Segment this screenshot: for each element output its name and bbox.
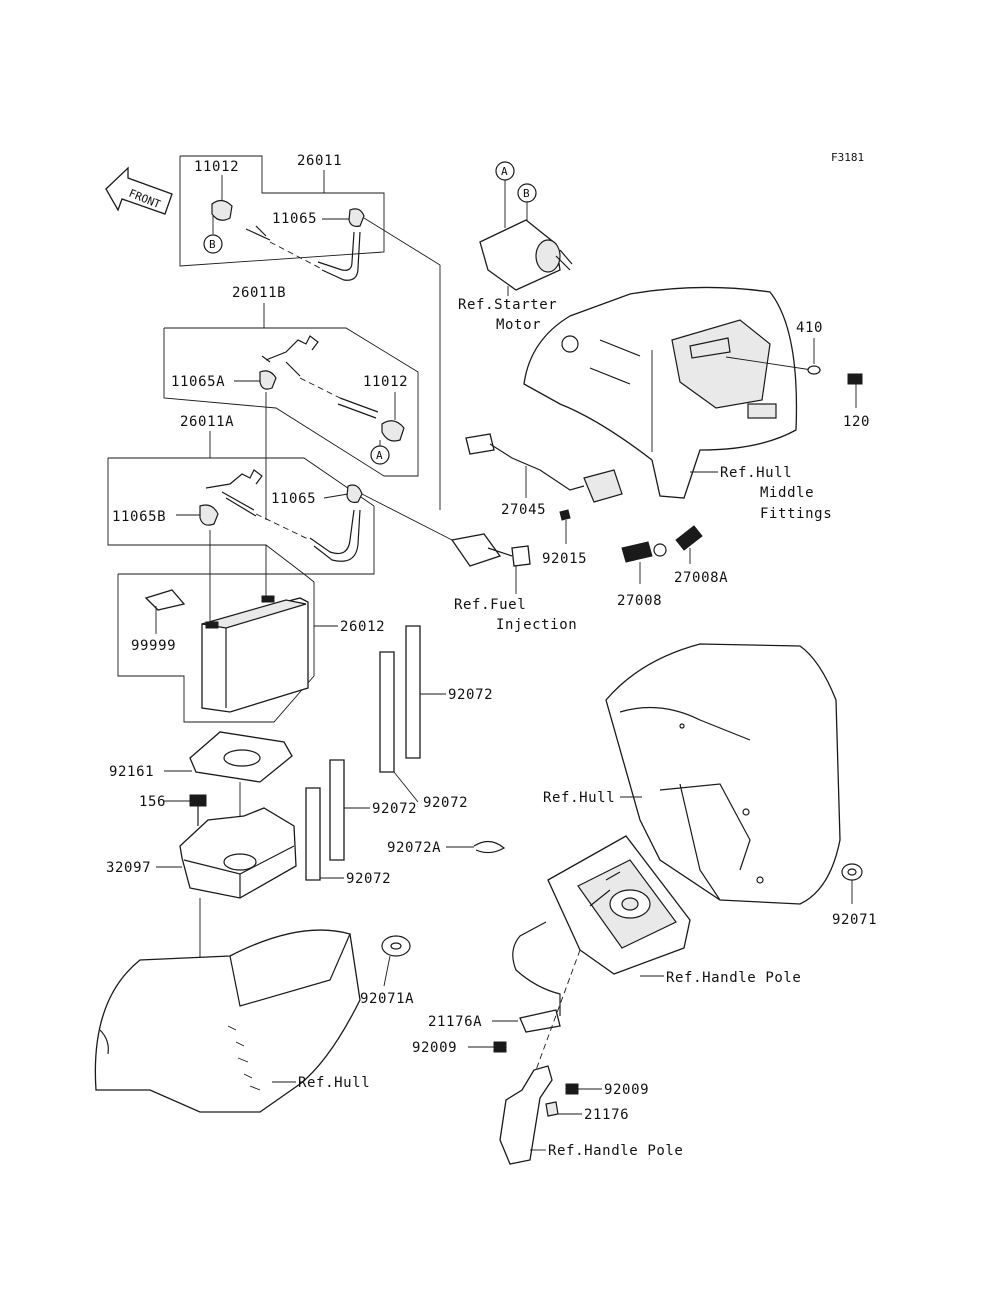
label-26011a: 26011A — [180, 414, 234, 430]
terminal-cap-11065b — [199, 504, 219, 526]
callout-b-top — [203, 234, 223, 254]
battery-group: 99999 26012 — [117, 545, 385, 723]
harness-27045-group: 27045 92015 27008 27008A — [465, 433, 728, 609]
label-11012-top: 11012 — [194, 159, 239, 175]
screw-120 — [847, 373, 863, 385]
svg-text:B: B — [523, 187, 530, 200]
strap-92072-c — [305, 787, 321, 881]
label-26011b: 26011B — [232, 285, 286, 301]
cable-26011b-group: 26011B 11065A 11012 A — [163, 285, 419, 520]
ref-hull-mid-line3: Fittings — [760, 506, 832, 522]
label-32097: 32097 — [106, 860, 151, 876]
ref-hull-right: Ref.Hull — [543, 790, 615, 806]
terminal-cap-11065 — [348, 208, 365, 227]
hull-bottom-left: 92071A Ref.Hull — [94, 929, 414, 1113]
cable-26011a — [309, 509, 355, 555]
ref-fuel-line2: Injection — [496, 617, 577, 633]
ref-hull-bottom: Ref.Hull — [298, 1075, 370, 1091]
screw-92009-b — [565, 1083, 579, 1095]
callout-a-mid — [370, 445, 390, 465]
clip-92072a — [473, 840, 506, 854]
label-92072-d: 92072 — [346, 871, 391, 887]
label-21176a: 21176A — [428, 1014, 482, 1030]
key-27008a — [675, 525, 703, 551]
starter-motor-group: A B Ref.Starter Motor — [458, 161, 573, 333]
washer-410 — [807, 365, 821, 375]
fuel-injection-relay — [450, 533, 502, 567]
wire-21176a — [512, 921, 561, 1016]
terminal-cap-11012 — [211, 199, 233, 221]
label-92072-b: 92072 — [423, 795, 468, 811]
strap-92072-a — [379, 651, 395, 773]
strap-92072-b — [405, 625, 421, 759]
strap-92072-d — [329, 759, 345, 861]
label-410: 410 — [796, 320, 823, 336]
handle-pole-shaft — [499, 1065, 553, 1165]
key-27008 — [621, 541, 653, 563]
terminal-cap-11012-mid — [381, 420, 405, 442]
svg-text:B: B — [209, 238, 216, 251]
battery-tray-group: 92161 156 32097 — [106, 731, 297, 968]
straps-group: 92072 92072 92072 92072 92072A — [305, 625, 506, 887]
ref-fuel-line1: Ref.Fuel — [454, 597, 526, 613]
connector-27045 — [465, 433, 495, 455]
label-11065-top: 11065 — [272, 211, 317, 227]
label-156: 156 — [139, 794, 166, 810]
cable-26011a-group: 26011A 11065 11065B — [107, 414, 453, 625]
starter-motor — [479, 219, 561, 291]
ref-handle-pole-1: Ref.Handle Pole — [666, 970, 801, 986]
cable-26011 — [317, 231, 355, 271]
harness-connector-26011b — [265, 335, 319, 361]
ref-starter-line2: Motor — [496, 317, 541, 333]
label-92072a: 92072A — [387, 840, 441, 856]
hull-right: Ref.Hull 92071 — [543, 643, 877, 928]
terminal-cap-11065a — [259, 370, 277, 390]
terminal-cap-11065-mid — [346, 484, 363, 503]
relay-27045 — [583, 469, 623, 503]
label-11012-mid: 11012 — [363, 374, 408, 390]
svg-text:A: A — [376, 449, 383, 462]
handle-pole-group: Ref.Handle Pole 21176A 92009 92009 21176… — [412, 835, 801, 1165]
label-21176: 21176 — [584, 1107, 629, 1123]
label-92071a: 92071A — [360, 991, 414, 1007]
label-92015: 92015 — [542, 551, 587, 567]
label-27045: 27045 — [501, 502, 546, 518]
bracket-21176a — [519, 1009, 561, 1033]
label-92071: 92071 — [832, 912, 877, 928]
harness-connector-26011a — [205, 469, 263, 489]
label-26012: 26012 — [340, 619, 385, 635]
label-11065-mid: 11065 — [271, 491, 316, 507]
screw-92009-a — [493, 1041, 507, 1053]
label-92009-a: 92009 — [412, 1040, 457, 1056]
battery-case-32097 — [179, 807, 297, 899]
label-11065b: 11065B — [112, 509, 166, 525]
label-27008a: 27008A — [674, 570, 728, 586]
label-120: 120 — [843, 414, 870, 430]
figure-code: F3181 — [831, 151, 864, 164]
bolt-156 — [189, 794, 207, 807]
hull-middle-fittings-group: 410 120 Ref.Hull Middle Fittings — [523, 286, 870, 522]
ref-starter-line1: Ref.Starter — [458, 297, 557, 313]
label-11065a: 11065A — [171, 374, 225, 390]
label-92009-b: 92009 — [604, 1082, 649, 1098]
label-92161: 92161 — [109, 764, 154, 780]
cable-26011-group: 26011 11012 B 11065 — [179, 153, 441, 510]
label-26011: 26011 — [297, 153, 342, 169]
fuel-injection-group: Ref.Fuel Injection — [450, 533, 577, 633]
svg-text:A: A — [501, 165, 508, 178]
label-92072-c: 92072 — [372, 801, 417, 817]
clip-21176 — [545, 1101, 559, 1117]
clip-92015 — [559, 509, 571, 521]
label-99999: 99999 — [131, 638, 176, 654]
label-27008: 27008 — [617, 593, 662, 609]
ref-hull-mid-line2: Middle — [760, 485, 814, 501]
warning-label-99999 — [144, 589, 186, 611]
ref-handle-pole-2: Ref.Handle Pole — [548, 1143, 683, 1159]
front-arrow-icon: FRONT — [105, 166, 173, 215]
label-92072-a: 92072 — [448, 687, 493, 703]
ref-hull-mid-line1: Ref.Hull — [720, 465, 792, 481]
